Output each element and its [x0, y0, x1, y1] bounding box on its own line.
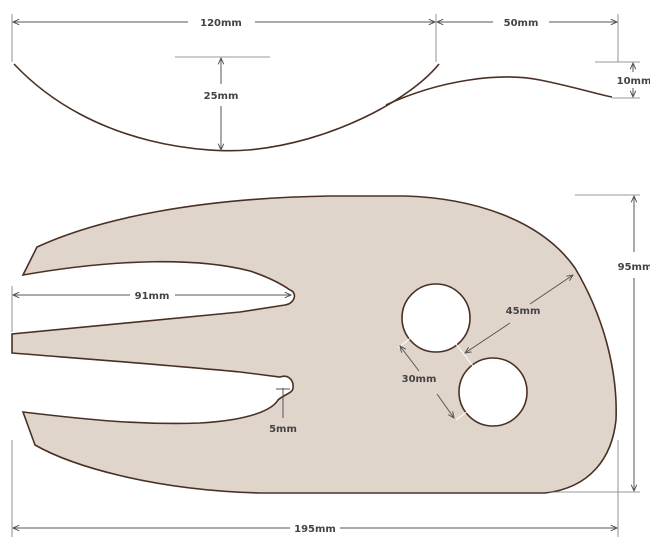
- slot-length-label: 91mm: [135, 291, 170, 302]
- plan-view: 91mm 5mm 30mm 45mm 95mm 195mm: [11, 194, 650, 537]
- edge-to-hole-label: 45mm: [506, 306, 541, 317]
- height-label: 95mm: [618, 262, 650, 273]
- handle-lip-curve: [385, 76, 613, 106]
- edge-to-hole-line-bottom: [465, 322, 511, 353]
- bowl-sag-curve: [13, 63, 440, 152]
- slot-radius-label: 5mm: [269, 424, 297, 435]
- width-label: 195mm: [294, 524, 336, 535]
- hole-spacing-ext-2: [455, 391, 494, 421]
- hole-spacing-label: 30mm: [402, 374, 437, 385]
- extension-width-label: 50mm: [504, 18, 539, 29]
- spoon-blank-outline: [11, 195, 617, 494]
- hole-center-line: [435, 317, 494, 393]
- side-profile-view: 120mm 50mm 25mm 10mm: [11, 14, 650, 152]
- hole-spacing-line-top: [400, 346, 420, 372]
- hole-spacing-line-bottom: [436, 393, 454, 418]
- lip-height-label: 10mm: [617, 76, 650, 87]
- top-width-label: 120mm: [200, 18, 242, 29]
- hole-spacing-ext-1: [397, 317, 437, 349]
- sag-depth-label: 25mm: [204, 91, 239, 102]
- edge-to-hole-line-top: [529, 275, 573, 305]
